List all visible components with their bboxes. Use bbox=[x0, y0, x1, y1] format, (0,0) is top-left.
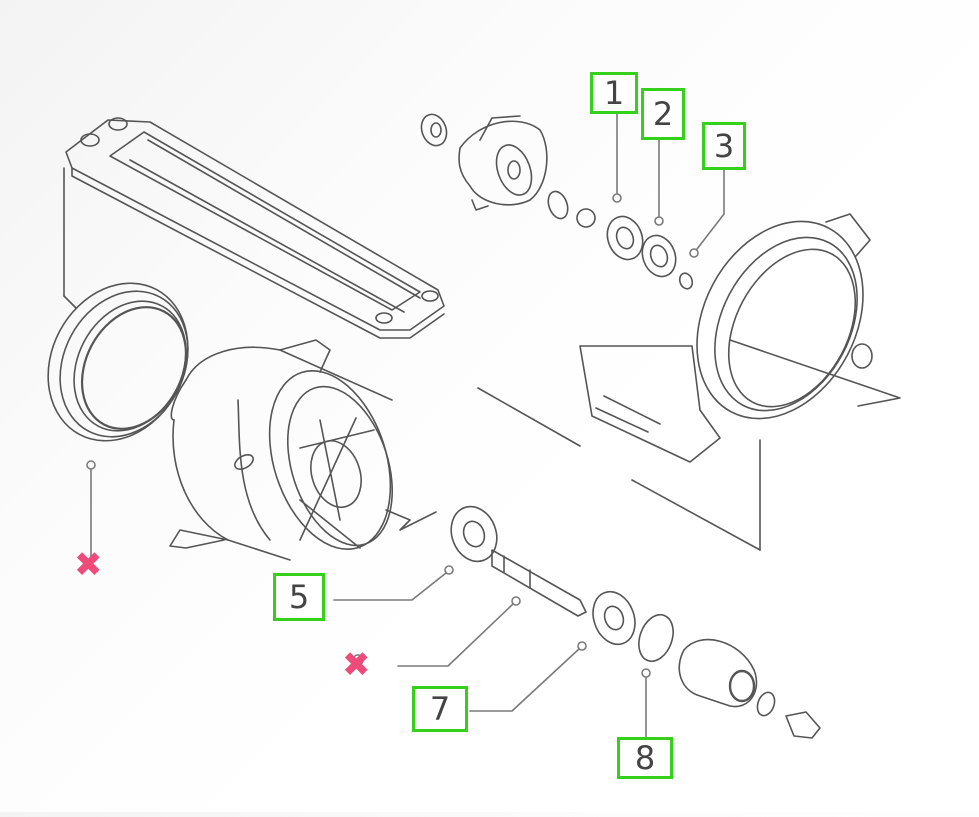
callout-1: 1 bbox=[590, 72, 638, 114]
leader-lines bbox=[86, 113, 725, 738]
excluded-x-icon: ✖ bbox=[74, 545, 103, 585]
callout-2: 2 bbox=[641, 88, 685, 140]
bearing-stack-drawing bbox=[547, 190, 694, 290]
callout-5: 5 bbox=[273, 573, 325, 621]
assembly-guide-lines bbox=[477, 387, 761, 551]
mounting-plate-drawing bbox=[63, 117, 445, 339]
excluded-x-icon: ✖ bbox=[342, 645, 371, 685]
callout-7: 7 bbox=[412, 686, 468, 732]
pump-housing-drawing bbox=[169, 339, 437, 561]
callout-8: 8 bbox=[617, 737, 673, 779]
wear-ring-drawing bbox=[47, 282, 189, 442]
callout-3: 3 bbox=[702, 122, 746, 170]
impeller-drawing bbox=[420, 113, 548, 211]
drive-shaft-assembly-drawing bbox=[450, 505, 821, 739]
pump-body-drawing bbox=[579, 213, 901, 551]
